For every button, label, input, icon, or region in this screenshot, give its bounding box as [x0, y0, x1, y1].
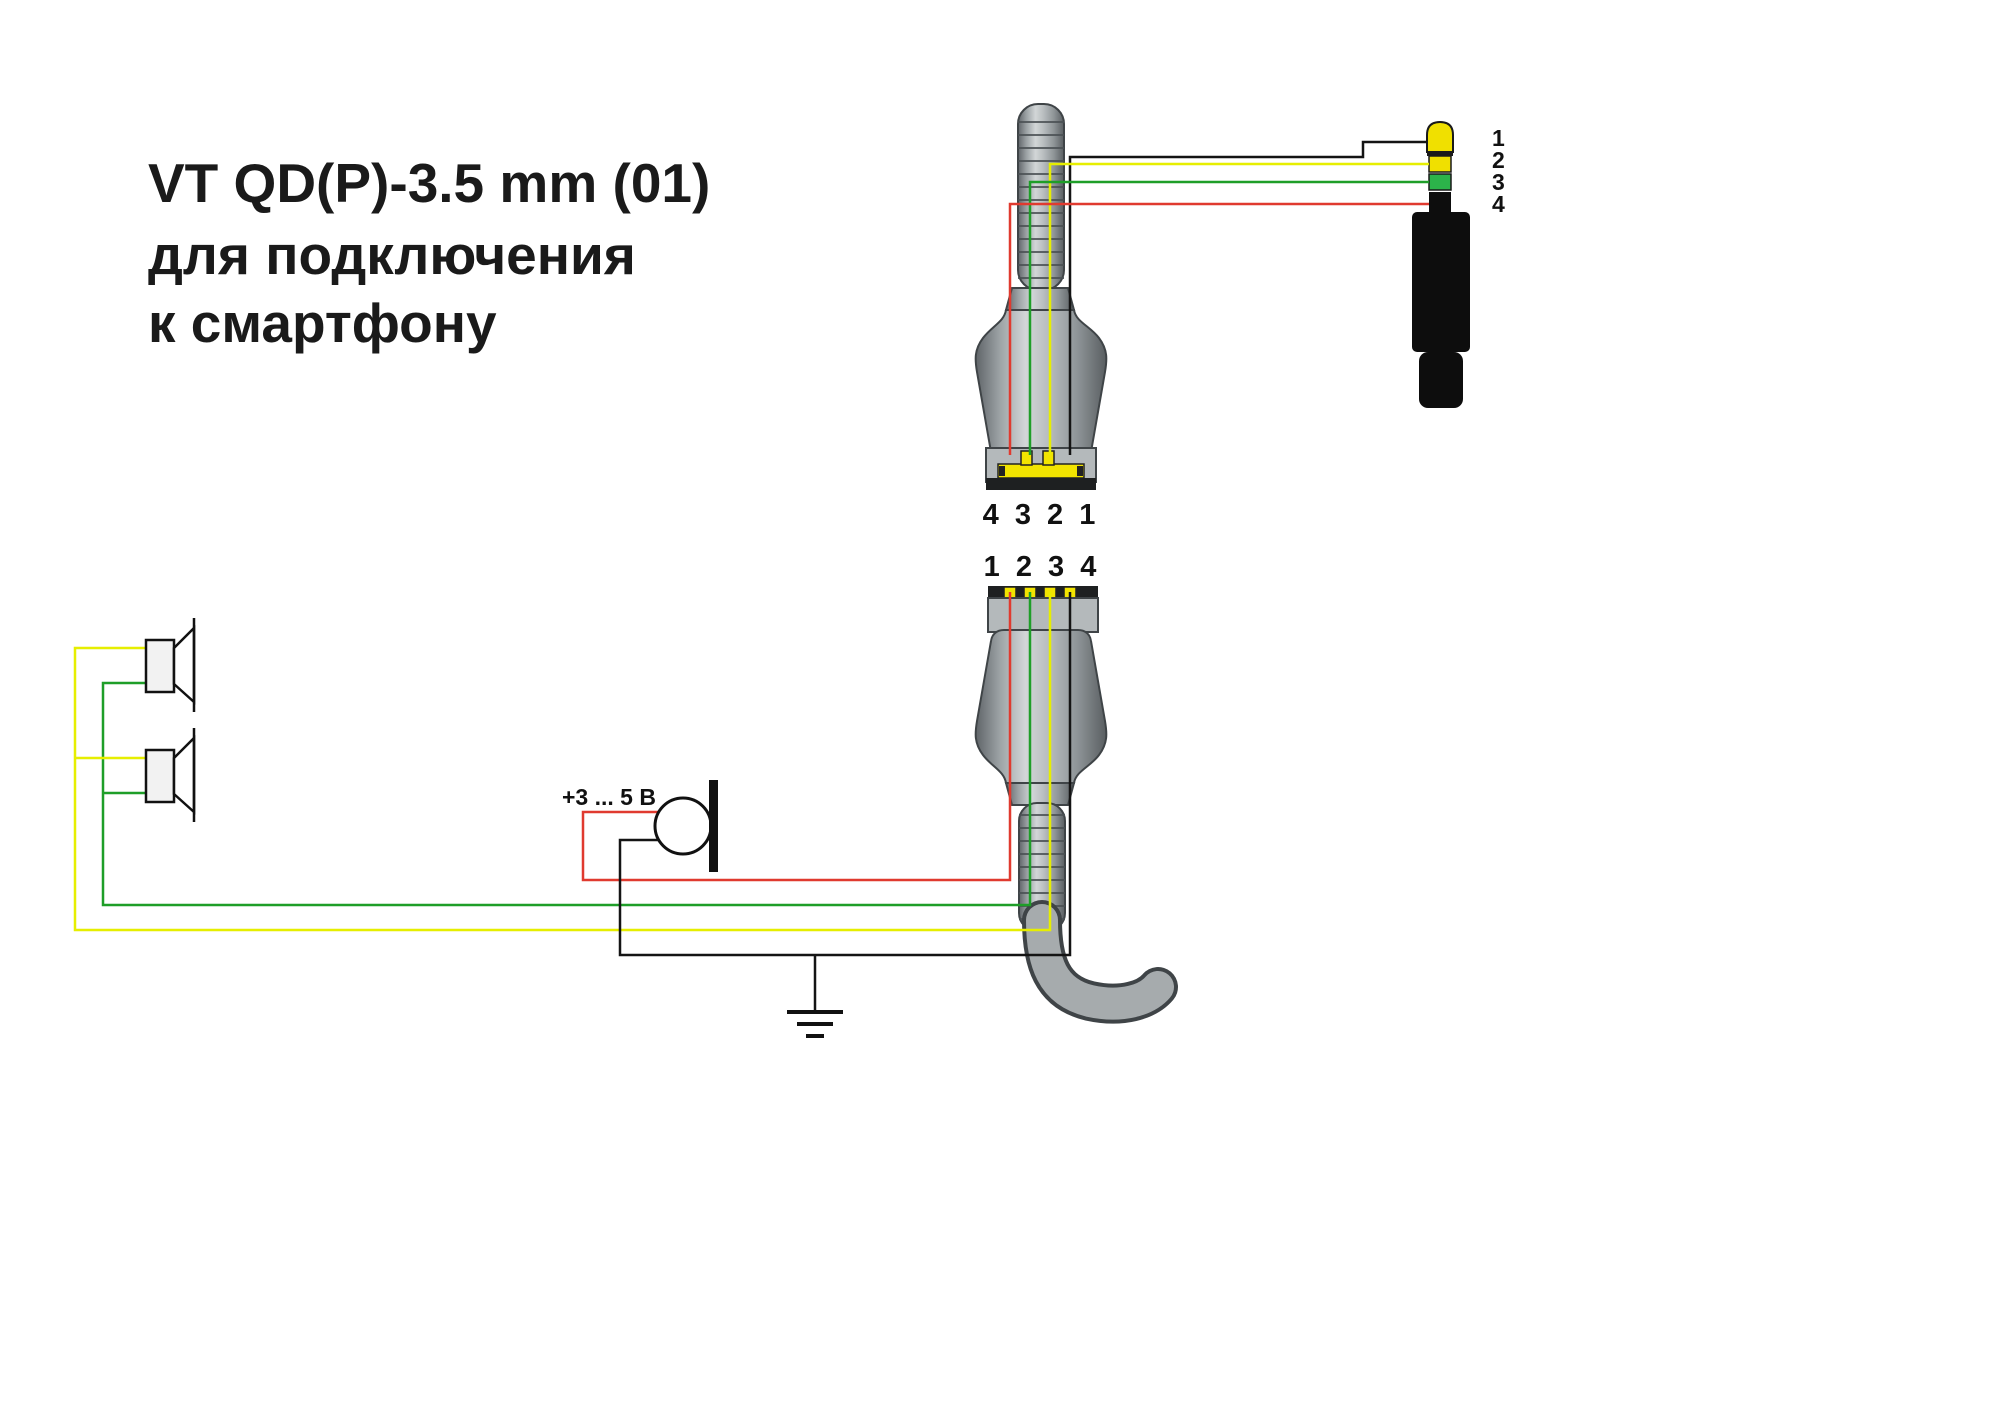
- speaker-upper-driver: [144, 638, 176, 694]
- bottom-connector-pin-numbers: 1 2 3 4: [984, 551, 1101, 583]
- speaker-upper: [144, 618, 196, 712]
- wire-yellow-to-speakers: [73, 592, 1052, 932]
- jack-pin-label-2: 2: [1492, 147, 1505, 173]
- bottom-connector-base: [987, 597, 1099, 633]
- mic-element-bar: [709, 780, 718, 872]
- microphone: +3 ... 5 В: [562, 780, 718, 872]
- jack-ring-3: [1428, 173, 1452, 191]
- top-connector-pin-numbers: 4 3 2 1: [983, 499, 1100, 531]
- bottom-cable-tail: [1026, 904, 1174, 1020]
- wire-green-to-speakers: [101, 592, 1032, 907]
- bottom-qd-connector: 1 2 3 4: [974, 551, 1178, 1024]
- top-connector-collar: [1004, 287, 1076, 311]
- speaker-lower-driver: [144, 748, 176, 804]
- title-line-1: VT QD(P)-3.5 mm (01): [148, 152, 710, 214]
- top-contact-strip: [997, 463, 1085, 479]
- top-contact-tab-2: [1042, 450, 1055, 466]
- speaker-lower: [144, 728, 196, 822]
- mic-body: [653, 796, 713, 856]
- wire-red-to-jack-sleeve: [1008, 202, 1429, 455]
- jack-pin-label-4: 4: [1492, 191, 1505, 217]
- top-qd-connector: 4 3 2 1: [974, 103, 1108, 531]
- wire-green-to-jack-ring3: [1028, 180, 1429, 455]
- speakers: [144, 618, 196, 822]
- jack-body-lower: [1419, 352, 1463, 408]
- wire-yellow-to-jack-ring2: [1048, 162, 1429, 455]
- trrs-jack: 1 2 3 4: [1412, 120, 1505, 408]
- title: VT QD(P)-3.5 mm (01) для подключения к с…: [148, 152, 710, 354]
- jack-tip-groove: [1427, 152, 1453, 156]
- jack-tip: [1426, 120, 1454, 153]
- jack-ring-2: [1428, 155, 1452, 173]
- bottom-connector-body: [974, 629, 1108, 784]
- top-contact-slot-left: [999, 466, 1005, 476]
- top-contact-tab-1: [1020, 450, 1033, 466]
- jack-pin-label-3: 3: [1492, 169, 1505, 195]
- top-connector-body: [974, 309, 1108, 464]
- wiring-top: [1008, 140, 1429, 455]
- bottom-connector-collar: [1004, 782, 1076, 806]
- wiring-bottom: [73, 592, 1072, 1012]
- wire-red-to-microphone: [581, 592, 1012, 882]
- title-line-2: для подключения: [148, 224, 636, 286]
- ground-symbol: [787, 1010, 843, 1038]
- jack-sleeve-4: [1429, 192, 1451, 212]
- top-connector-face-band: [986, 478, 1096, 490]
- mic-voltage-label: +3 ... 5 В: [562, 784, 656, 810]
- top-contact-slot-right: [1077, 466, 1083, 476]
- top-cable-strain-relief: [1017, 103, 1065, 291]
- wire-black-to-jack-tip: [1068, 140, 1427, 455]
- jack-pin-label-1: 1: [1492, 125, 1505, 151]
- title-line-3: к смартфону: [148, 292, 497, 354]
- wire-black-to-microphone: [618, 592, 1072, 957]
- top-cable-ribs: [1018, 121, 1064, 279]
- jack-body-upper: [1412, 212, 1470, 352]
